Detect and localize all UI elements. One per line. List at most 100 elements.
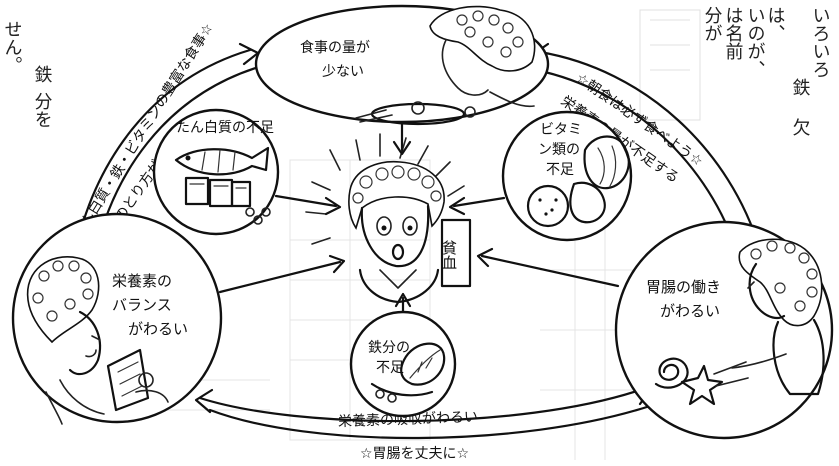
anemia-tag [440, 218, 472, 288]
bean-1 [245, 207, 255, 217]
arrowhead-bottom [194, 388, 214, 414]
collar [379, 269, 417, 289]
right-person-arm [731, 353, 787, 369]
arrowhead-right-to-center [476, 247, 494, 268]
right-person-face [748, 262, 786, 320]
open-mouth [391, 243, 405, 261]
right-bubble: 胃腸の働き がわるい [614, 220, 834, 440]
arrow-right-to-center [480, 254, 620, 288]
daikon-icon [569, 181, 606, 224]
left-book-icon [106, 348, 150, 412]
left-book-lines [117, 361, 143, 397]
left-person-arm [59, 379, 105, 415]
top-bubble-line1: 食事の量が [300, 39, 370, 56]
left-eye [376, 216, 392, 236]
bg-right-col-2: いのが、 [745, 6, 766, 78]
cabbage-icon [583, 135, 630, 190]
right-bubble-line2: がわるい [660, 302, 720, 320]
arrow-left-to-center [218, 260, 342, 294]
left-bubble-line1: 栄養素の [112, 272, 172, 290]
bg-right-col-6: 鉄 [790, 78, 811, 96]
arrowhead-protein-to-center [324, 196, 342, 216]
iron-food-dot-1 [375, 389, 385, 399]
center-girl-face [360, 204, 430, 268]
citrus-icon [526, 184, 570, 228]
bg-left-col-1: せん。 [2, 20, 23, 74]
arc-bottom-inner-label: 栄養素の吸収がわるい [338, 408, 479, 430]
tofu-block-3 [230, 180, 252, 208]
bg-left-col-3: 分を [32, 92, 53, 128]
tofu-lines [189, 183, 247, 189]
iron-food-dot-2 [387, 393, 397, 403]
center-anemia: 貧血 [305, 133, 472, 304]
bg-left-col-2: 鉄 [32, 65, 53, 83]
small-food [411, 101, 425, 115]
right-person-hair [738, 238, 823, 327]
arrowhead-left-to-center [328, 254, 346, 274]
vitamin-bubble-line1: ビタミ [540, 122, 582, 138]
bg-right-col-3: は名前 [723, 6, 744, 60]
left-food-1 [138, 372, 154, 388]
spinach-icon [400, 342, 446, 386]
bg-right-col-5: いろいろ [810, 6, 831, 78]
cabbage-veins [597, 145, 617, 187]
arc-bottom-outer-label: ☆胃腸を丈夫に☆ [360, 446, 469, 462]
arrow-bottom [198, 388, 642, 423]
arrow-protein-to-center [274, 194, 338, 208]
left-person-face [68, 310, 102, 376]
vitamin-bubble-line2: ン類の [538, 142, 580, 158]
bg-right-col-4: 分が [702, 6, 723, 42]
inner-arrows [218, 122, 620, 314]
top-bubble: 食事の量が 少ない [254, 4, 550, 126]
protein-bubble-label: たん白質の不足 [176, 120, 274, 136]
top-woman-face [441, 39, 489, 96]
bean-2 [253, 215, 263, 225]
top-bubble-line2: 少ない [322, 64, 364, 80]
bg-right-col-1: は、 [765, 6, 786, 42]
left-person-body [45, 391, 63, 425]
iron-bubble: 鉄分の 不足 [349, 310, 457, 418]
center-girl-curls [352, 165, 442, 204]
small-dish [464, 106, 476, 118]
fish-scales [201, 149, 236, 173]
arrow-upper-right [538, 50, 762, 252]
iron-bubble-line1: 鉄分の [368, 340, 410, 356]
background-page-text: せん。 鉄 分を は、 いのが、 は名前 分が いろいろ 鉄 欠 [2, 6, 831, 460]
right-eye [402, 216, 418, 236]
tofu-block-1 [184, 176, 210, 206]
bean-3 [261, 207, 271, 217]
right-person-body [772, 318, 825, 396]
protein-bubble: たん白質の不足 [152, 108, 280, 236]
left-bubble-line3: がわるい [128, 320, 188, 338]
pain-lines [713, 361, 749, 387]
left-person-mouth [85, 349, 97, 358]
left-person-curls [32, 260, 94, 322]
bg-right-col-7: 欠 [790, 118, 811, 136]
left-bubble-line2: バランス [112, 296, 172, 314]
stomach-spiral-icon [654, 357, 689, 389]
arrowhead-vitamin-to-center [448, 196, 466, 216]
fish-icon [174, 146, 270, 176]
top-woman-shoulder [489, 91, 535, 108]
chopsticks [355, 109, 393, 123]
iron-bubble-line2: 不足 [376, 360, 404, 376]
arrow-vitamin-to-center [452, 196, 506, 208]
top-woman-curls [456, 10, 524, 58]
vitamin-bubble-line3: 不足 [546, 162, 574, 178]
arrowhead-top-to-center [392, 140, 412, 156]
liver-shape [370, 382, 434, 397]
right-person-curls [750, 240, 818, 312]
arrowhead-iron-to-center [394, 292, 412, 308]
left-person-nose [91, 335, 101, 341]
right-person-nose [747, 281, 755, 289]
pain-star-icon [680, 364, 724, 406]
left-food-2 [135, 389, 169, 403]
spinach-veins [409, 349, 441, 379]
fish-eye [185, 155, 191, 161]
vitamin-bubble-outline [501, 110, 633, 242]
anemia-tag-text: 貧血 [440, 240, 458, 270]
vitamin-bubble: ビタミ ン類の 不足 [501, 110, 633, 242]
arrow-bottom-inner [208, 404, 652, 440]
left-bubble: 栄養素の バランス がわるい [11, 212, 223, 425]
